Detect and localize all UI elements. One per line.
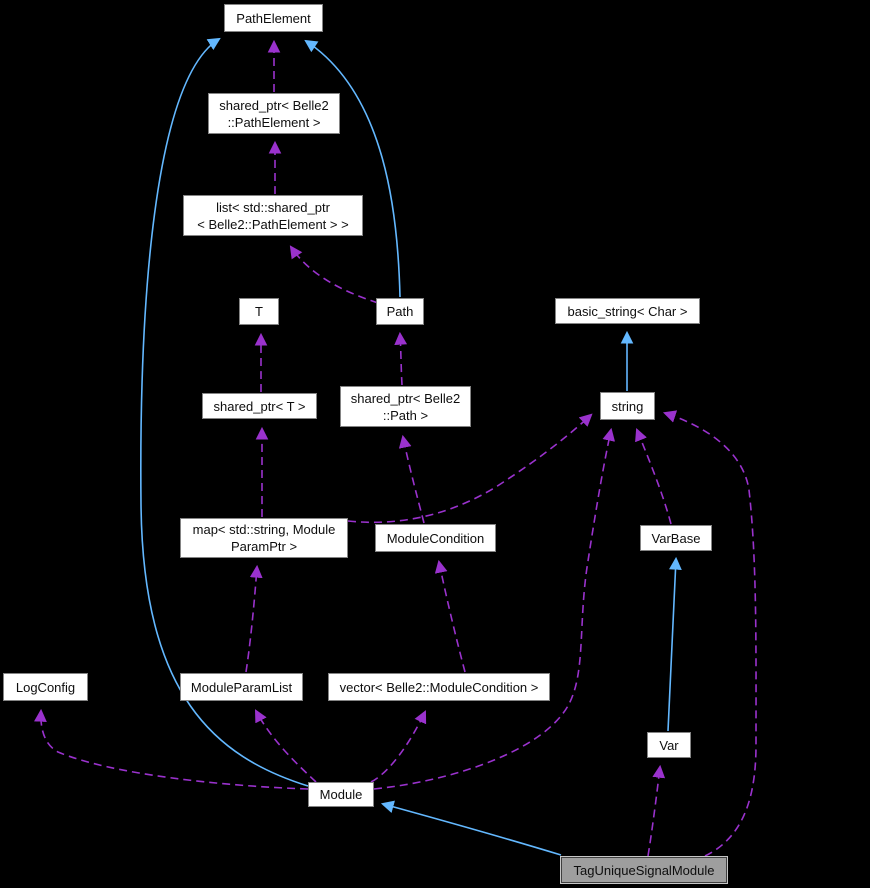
edge-module-uses-vector (370, 710, 427, 783)
edge-var-inherits-varbase (667, 556, 682, 732)
edge-module-uses-logconfig (34, 708, 309, 790)
edge-path-uses-list (289, 245, 379, 304)
edge-vector-uses-modulecondition (434, 559, 466, 673)
edge-moduleparamlist-uses-map (245, 564, 263, 673)
node-varbase[interactable]: VarBase (640, 525, 712, 551)
node-map-string-moduleparamptr[interactable]: map< std::string, Module ParamPtr > (180, 518, 348, 558)
node-t[interactable]: T (239, 298, 279, 325)
node-list-shared-ptr-pathelement[interactable]: list< std::shared_ptr < Belle2::PathElem… (183, 195, 363, 236)
node-modulecondition[interactable]: ModuleCondition (375, 524, 496, 552)
node-taguniquesignalmodule: TagUniqueSignalModule (561, 857, 727, 883)
edge-sharedptrpath-uses-path (394, 331, 408, 386)
node-shared-ptr-pathelement[interactable]: shared_ptr< Belle2 ::PathElement > (208, 93, 340, 134)
node-basic-string-char[interactable]: basic_string< Char > (555, 298, 700, 324)
edge-varbase-uses-string (635, 428, 672, 525)
edge-module-uses-string (373, 427, 616, 790)
edge-module-uses-moduleparamlist (254, 709, 317, 783)
node-shared-ptr-path[interactable]: shared_ptr< Belle2 ::Path > (340, 386, 471, 427)
edge-map-uses-string (347, 413, 593, 524)
node-shared-ptr-t[interactable]: shared_ptr< T > (202, 393, 317, 419)
edge-module-inherits-pathelement (140, 37, 309, 787)
node-logconfig[interactable]: LogConfig (3, 673, 88, 701)
node-module[interactable]: Module (308, 782, 374, 807)
node-string[interactable]: string (600, 392, 655, 420)
node-moduleparamlist[interactable]: ModuleParamList (180, 673, 303, 701)
edge-taguniquesignalmodule-inherits-module (380, 800, 562, 856)
edge-path-inherits-pathelement (304, 39, 401, 298)
edge-taguniquesignalmodule-uses-string (662, 410, 757, 857)
node-path[interactable]: Path (376, 298, 424, 325)
node-var[interactable]: Var (647, 732, 691, 758)
edge-modulecondition-uses-sharedptrpath (398, 434, 425, 524)
node-pathelement[interactable]: PathElement (224, 4, 323, 32)
edge-taguniquesignalmodule-uses-var (647, 764, 666, 857)
node-vector-modulecondition[interactable]: vector< Belle2::ModuleCondition > (328, 673, 550, 701)
